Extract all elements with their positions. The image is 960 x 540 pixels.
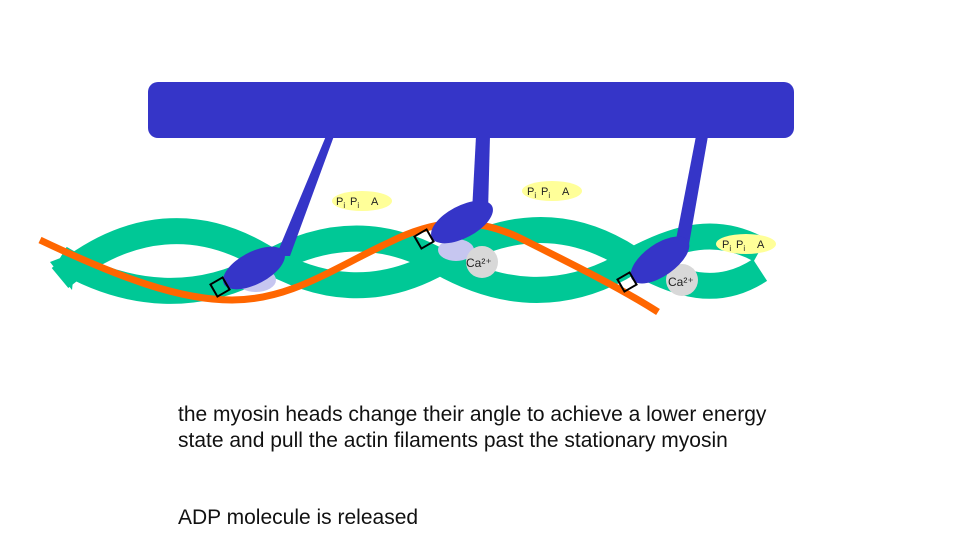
phosphate-label: Pi: [350, 196, 359, 210]
caption-primary: the myosin heads change their angle to a…: [178, 403, 767, 452]
calcium-label: Ca²⁺: [466, 256, 492, 270]
phosphate-label: Pi: [541, 186, 550, 200]
phosphate-subscript: i: [743, 244, 745, 253]
myosin-neck: [276, 136, 334, 256]
myosin-thick-filament: [148, 82, 794, 138]
phosphate-subscript: i: [343, 201, 345, 210]
phosphate-label: Pi: [722, 239, 731, 253]
adenosine-label: A: [371, 196, 379, 208]
binding-site: [438, 239, 474, 261]
myosin-head: [630, 236, 690, 284]
tropomyosin-strand: [38, 219, 660, 315]
phosphate-label: Pi: [527, 186, 536, 200]
phosphate-subscript: i: [357, 201, 359, 210]
atp-label-bg: [716, 234, 776, 254]
phosphate-subscript: i: [729, 244, 731, 253]
atp-label: Pi Pi A: [522, 181, 582, 201]
actin-end-cap: [50, 252, 76, 290]
myosin-head: [223, 246, 285, 290]
myosin-neck: [472, 136, 490, 212]
atp-label: Pi Pi A: [716, 234, 776, 254]
binding-site-marker: [413, 228, 435, 250]
phosphate-subscript: i: [534, 191, 536, 200]
myosin-neck: [674, 136, 708, 250]
phosphate-label: Pi: [336, 196, 345, 210]
calcium-ion: [666, 264, 698, 296]
adenosine-label: A: [757, 239, 765, 251]
phosphate-subscript: i: [548, 191, 550, 200]
calcium-label: Ca²⁺: [668, 275, 694, 289]
adenosine-label: A: [562, 186, 570, 198]
atp-label: Pi Pi A: [332, 191, 392, 211]
calcium-ion: [466, 246, 498, 278]
atp-label-bg: [522, 181, 582, 201]
binding-site-marker: [209, 276, 231, 298]
caption-secondary: ADP molecule is released: [178, 506, 419, 529]
atp-label-bg: [332, 191, 392, 211]
phosphate-label: Pi: [736, 239, 745, 253]
myosin-head: [431, 200, 493, 244]
binding-site-marker: [616, 271, 638, 293]
